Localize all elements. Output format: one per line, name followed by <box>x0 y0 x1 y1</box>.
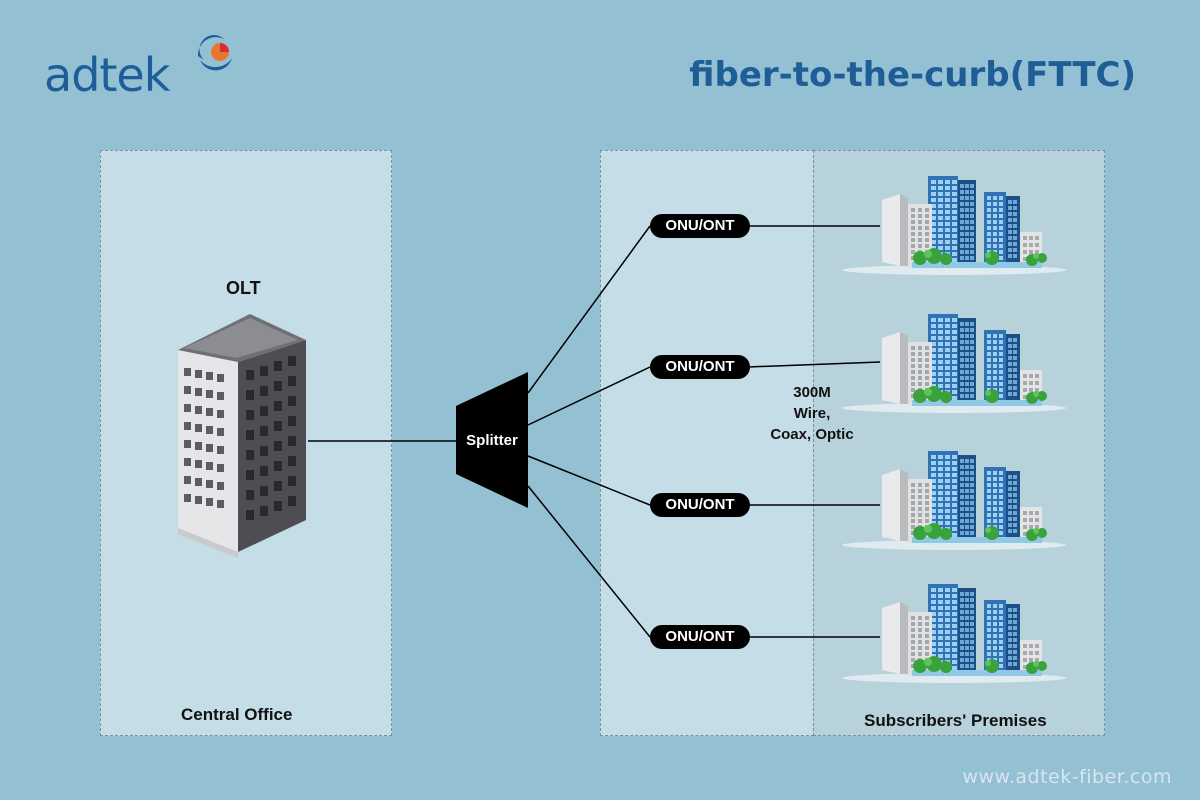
olt-label: OLT <box>226 278 261 298</box>
brand-name: adtek <box>44 48 170 102</box>
onu-ont-1: ONU/ONT <box>650 214 750 238</box>
olt-building-icon <box>178 314 306 558</box>
page-title: fiber-to-the-curb(FTTC) <box>689 55 1136 95</box>
onu-ont-3: ONU/ONT <box>650 493 750 517</box>
adtek-logo-icon <box>197 35 232 71</box>
splitter-label: Splitter <box>466 432 518 449</box>
media-label: 300M Wire, Coax, Optic <box>752 382 872 445</box>
splitter-onu-wire-1 <box>527 225 651 394</box>
onu-ont-4: ONU/ONT <box>650 625 750 649</box>
central-office-label: Central Office <box>181 705 293 724</box>
premises-building-icon <box>842 170 1092 283</box>
splitter-shape <box>456 372 528 508</box>
media-line2: Coax, Optic <box>770 426 854 443</box>
website-url: www.adtek-fiber.com <box>962 766 1172 788</box>
premises-building-icon <box>842 445 1092 558</box>
onu-ont-2: ONU/ONT <box>650 355 750 379</box>
premises-label: Subscribers' Premises <box>864 711 1047 730</box>
splitter-onu-wire-3 <box>527 455 651 506</box>
premises-building-icon <box>842 578 1092 691</box>
media-speed: 300M <box>793 384 831 401</box>
splitter-onu-wire-2 <box>527 366 651 426</box>
media-line1: Wire, <box>793 405 831 422</box>
splitter-onu-wire-4 <box>527 485 651 638</box>
onu-premise-wire-2 <box>747 361 881 368</box>
premises-building-icon <box>842 308 1092 421</box>
